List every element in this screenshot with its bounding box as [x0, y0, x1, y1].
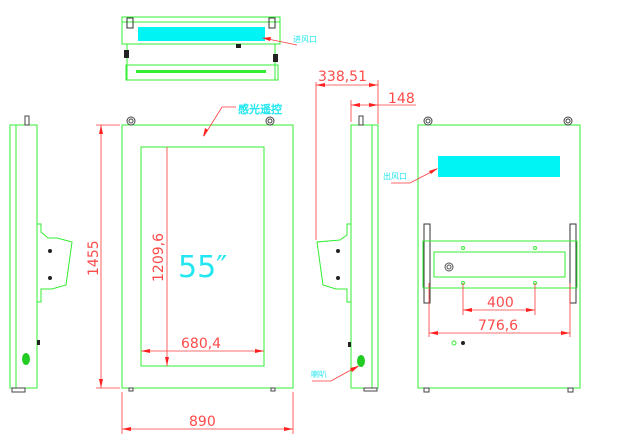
- mount-rail-spacing-dimension: 776,6: [478, 318, 518, 334]
- speaker-icon: [357, 355, 365, 367]
- screen-size-label: 55″: [178, 250, 227, 285]
- speaker-label: 喇叭: [311, 369, 327, 379]
- width-dimension: 890: [189, 414, 216, 430]
- intake-vent-grille: [138, 27, 265, 41]
- screen-height-dimension: 1209,6: [151, 233, 167, 282]
- right-side-view: 喇叭 338,51 148: [311, 69, 416, 392]
- outlet-vent-label: 出风口: [383, 171, 407, 181]
- outlet-vent-grille: [438, 156, 560, 177]
- intake-vent-label: 进风口: [293, 35, 317, 44]
- height-dimension: 1455: [86, 240, 102, 276]
- total-depth-dimension: 338,51: [318, 69, 367, 85]
- front-dimensions: 1455 1209,6 680,4 890: [86, 124, 294, 434]
- front-view: 55″ 感光遥控: [121, 102, 294, 392]
- left-side-view: [9, 115, 73, 393]
- back-view: 出风口 400 776,6: [383, 116, 581, 393]
- body-depth-dimension: 148: [388, 91, 415, 107]
- top-view: 进风口: [121, 16, 317, 81]
- light-sensor-remote-label: 感光遥控: [238, 102, 282, 116]
- mount-hole-spacing-dimension: 400: [487, 295, 514, 311]
- speaker-icon: [22, 353, 30, 365]
- screen-width-dimension: 680,4: [181, 336, 221, 352]
